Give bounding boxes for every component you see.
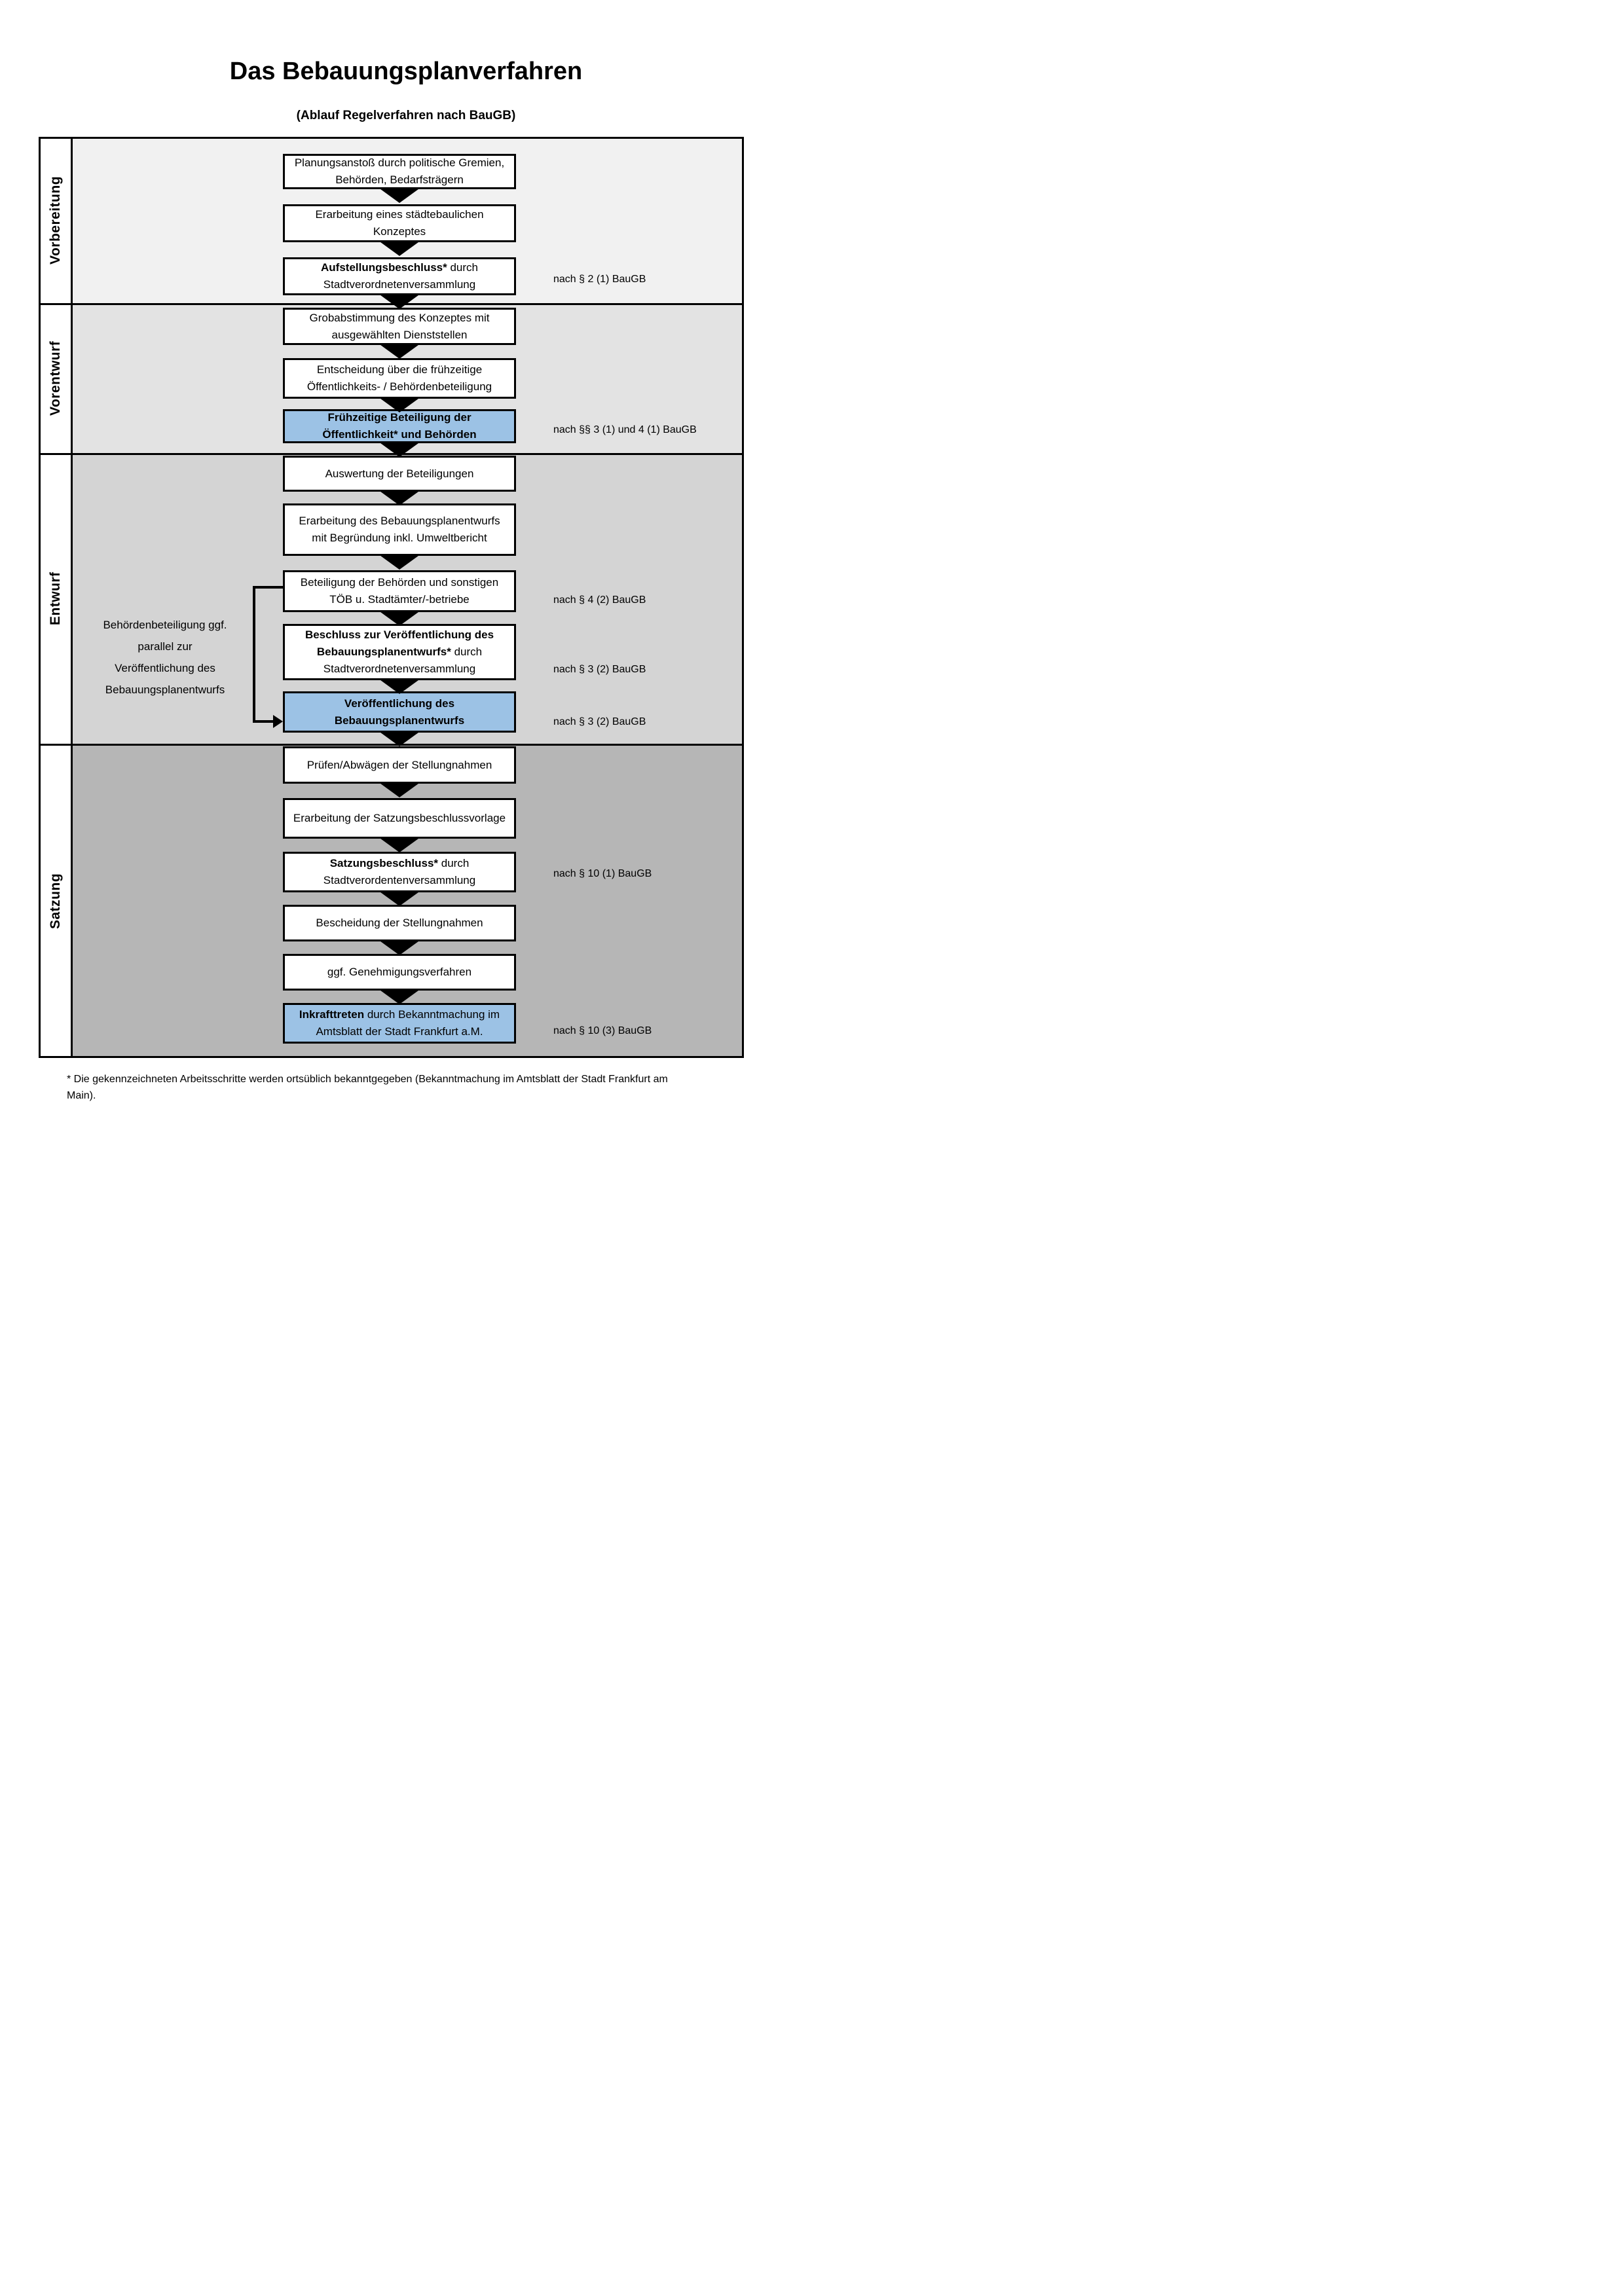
flow-step-entscheidung: Entscheidung über die frühzeitige Öffent… bbox=[283, 358, 516, 399]
flow-step-genehmigungsverfahren: ggf. Genehmigungsverfahren bbox=[283, 954, 516, 991]
connector-line bbox=[253, 586, 283, 589]
arrow-down-icon bbox=[378, 293, 421, 309]
law-reference: nach § 10 (3) BauGB bbox=[553, 1025, 652, 1036]
side-note: Behördenbeteiligung ggf. parallel zur Ve… bbox=[103, 619, 227, 696]
arrow-down-icon bbox=[378, 890, 421, 906]
page-title: Das Bebauungsplanverfahren bbox=[229, 58, 583, 85]
connector-line bbox=[253, 586, 255, 723]
footnote: * Die gekennzeichneten Arbeitsschritte w… bbox=[67, 1074, 668, 1101]
flow-step-planungsanstoss: Planungsanstoß durch politische Gremien,… bbox=[283, 154, 516, 189]
connector-line bbox=[253, 720, 275, 723]
arrow-down-icon bbox=[378, 397, 421, 412]
flow-step-veroeffentlichung: Veröffentlichung des Bebauungsplanentwur… bbox=[283, 691, 516, 733]
law-reference: nach § 3 (2) BauGB bbox=[553, 716, 646, 727]
step-text: durch Stadtverordnetenversammlung bbox=[323, 261, 478, 291]
arrow-down-icon bbox=[378, 554, 421, 570]
law-reference: nach § 4 (2) BauGB bbox=[553, 594, 646, 606]
step-bold-text: Inkrafttreten bbox=[299, 1008, 365, 1021]
step-text: ggf. Genehmigungsverfahren bbox=[327, 966, 472, 978]
step-text: Prüfen/Abwägen der Stellungnahmen bbox=[306, 758, 492, 771]
arrow-down-icon bbox=[378, 782, 421, 797]
flow-step-pruefen-abwaegen: Prüfen/Abwägen der Stellungnahmen bbox=[283, 746, 516, 784]
step-text: Entscheidung über die frühzeitige Öffent… bbox=[306, 363, 492, 393]
step-text: Auswertung der Beteiligungen bbox=[325, 467, 474, 480]
arrow-down-icon bbox=[378, 837, 421, 852]
step-text: Beteiligung der Behörden und sonstigen T… bbox=[300, 576, 499, 606]
flow-step-inkrafttreten: Inkrafttreten durch Bekanntmachung im Am… bbox=[283, 1003, 516, 1044]
arrow-down-icon bbox=[378, 989, 421, 1004]
flow-step-erarbeitung-entwurf: Erarbeitung des Bebauungsplanentwurfs mi… bbox=[283, 503, 516, 556]
step-text: Erarbeitung eines städtebaulichen Konzep… bbox=[315, 208, 484, 238]
step-bold-text: Veröffentlichung des Bebauungsplanentwur… bbox=[334, 697, 465, 727]
arrow-down-icon bbox=[378, 678, 421, 694]
arrow-down-icon bbox=[378, 441, 421, 457]
flow-step-aufstellungsbeschluss: Aufstellungsbeschluss* durch Stadtverord… bbox=[283, 257, 516, 295]
flow-step-fruehzeitige-beteiligung: Frühzeitige Beteiligung der Öffentlichke… bbox=[283, 409, 516, 443]
step-text: durch Stadtverordnetenversammlung bbox=[323, 646, 483, 675]
phase-label-entwurf: Entwurf bbox=[48, 572, 63, 625]
arrow-down-icon bbox=[378, 490, 421, 505]
arrow-right-icon bbox=[273, 715, 283, 728]
step-text: Planungsanstoß durch politische Gremien,… bbox=[294, 156, 505, 186]
page-subtitle: (Ablauf Regelverfahren nach BauGB) bbox=[296, 109, 516, 122]
step-bold-text: Frühzeitige Beteiligung der Öffentlichke… bbox=[322, 411, 477, 441]
law-reference: nach §§ 3 (1) und 4 (1) BauGB bbox=[553, 424, 697, 435]
step-text: Bescheidung der Stellungnahmen bbox=[316, 917, 483, 929]
flow-step-bescheidung: Bescheidung der Stellungnahmen bbox=[283, 905, 516, 941]
flow-step-grobabstimmung: Grobabstimmung des Konzeptes mit ausgewä… bbox=[283, 308, 516, 345]
step-bold-text: Beschluss zur Veröffentlichung des Bebau… bbox=[304, 629, 494, 658]
step-text: durch Bekanntmachung im Amtsblatt der St… bbox=[316, 1008, 500, 1038]
flow-step-beschluss-veroeffentlichung: Beschluss zur Veröffentlichung des Bebau… bbox=[283, 624, 516, 680]
arrow-down-icon bbox=[378, 187, 421, 203]
law-reference: nach § 2 (1) BauGB bbox=[553, 274, 646, 285]
arrow-down-icon bbox=[378, 939, 421, 955]
law-reference: nach § 3 (2) BauGB bbox=[553, 664, 646, 675]
page: Das Bebauungsplanverfahren (Ablauf Regel… bbox=[0, 0, 812, 1148]
flow-step-satzungsbeschluss: Satzungsbeschluss* durch Stadtverordente… bbox=[283, 852, 516, 892]
step-text: durch Stadtverordentenversammlung bbox=[323, 857, 476, 886]
phase-label-satzung: Satzung bbox=[48, 873, 63, 929]
step-bold-text: Aufstellungsbeschluss* bbox=[321, 261, 447, 274]
flow-step-satzungsbeschlussvorlage: Erarbeitung der Satzungsbeschlussvorlage bbox=[283, 798, 516, 839]
flow-step-konzept: Erarbeitung eines städtebaulichen Konzep… bbox=[283, 204, 516, 242]
phase-label-vorentwurf: Vorentwurf bbox=[48, 340, 63, 416]
flow-step-auswertung: Auswertung der Beteiligungen bbox=[283, 456, 516, 492]
step-text: Erarbeitung des Bebauungsplanentwurfs mi… bbox=[299, 515, 500, 544]
arrow-down-icon bbox=[378, 343, 421, 359]
arrow-down-icon bbox=[378, 731, 421, 746]
step-bold-text: Satzungsbeschluss* bbox=[329, 857, 439, 869]
arrow-down-icon bbox=[378, 610, 421, 626]
phase-label-vorbereitung: Vorbereitung bbox=[48, 175, 63, 264]
law-reference: nach § 10 (1) BauGB bbox=[553, 868, 652, 879]
arrow-down-icon bbox=[378, 240, 421, 256]
step-text: Grobabstimmung des Konzeptes mit ausgewä… bbox=[309, 311, 490, 341]
step-text: Erarbeitung der Satzungsbeschlussvorlage bbox=[293, 812, 506, 824]
flow-step-beteiligung-behoerden: Beteiligung der Behörden und sonstigen T… bbox=[283, 570, 516, 612]
phase-label-column bbox=[39, 137, 73, 1058]
